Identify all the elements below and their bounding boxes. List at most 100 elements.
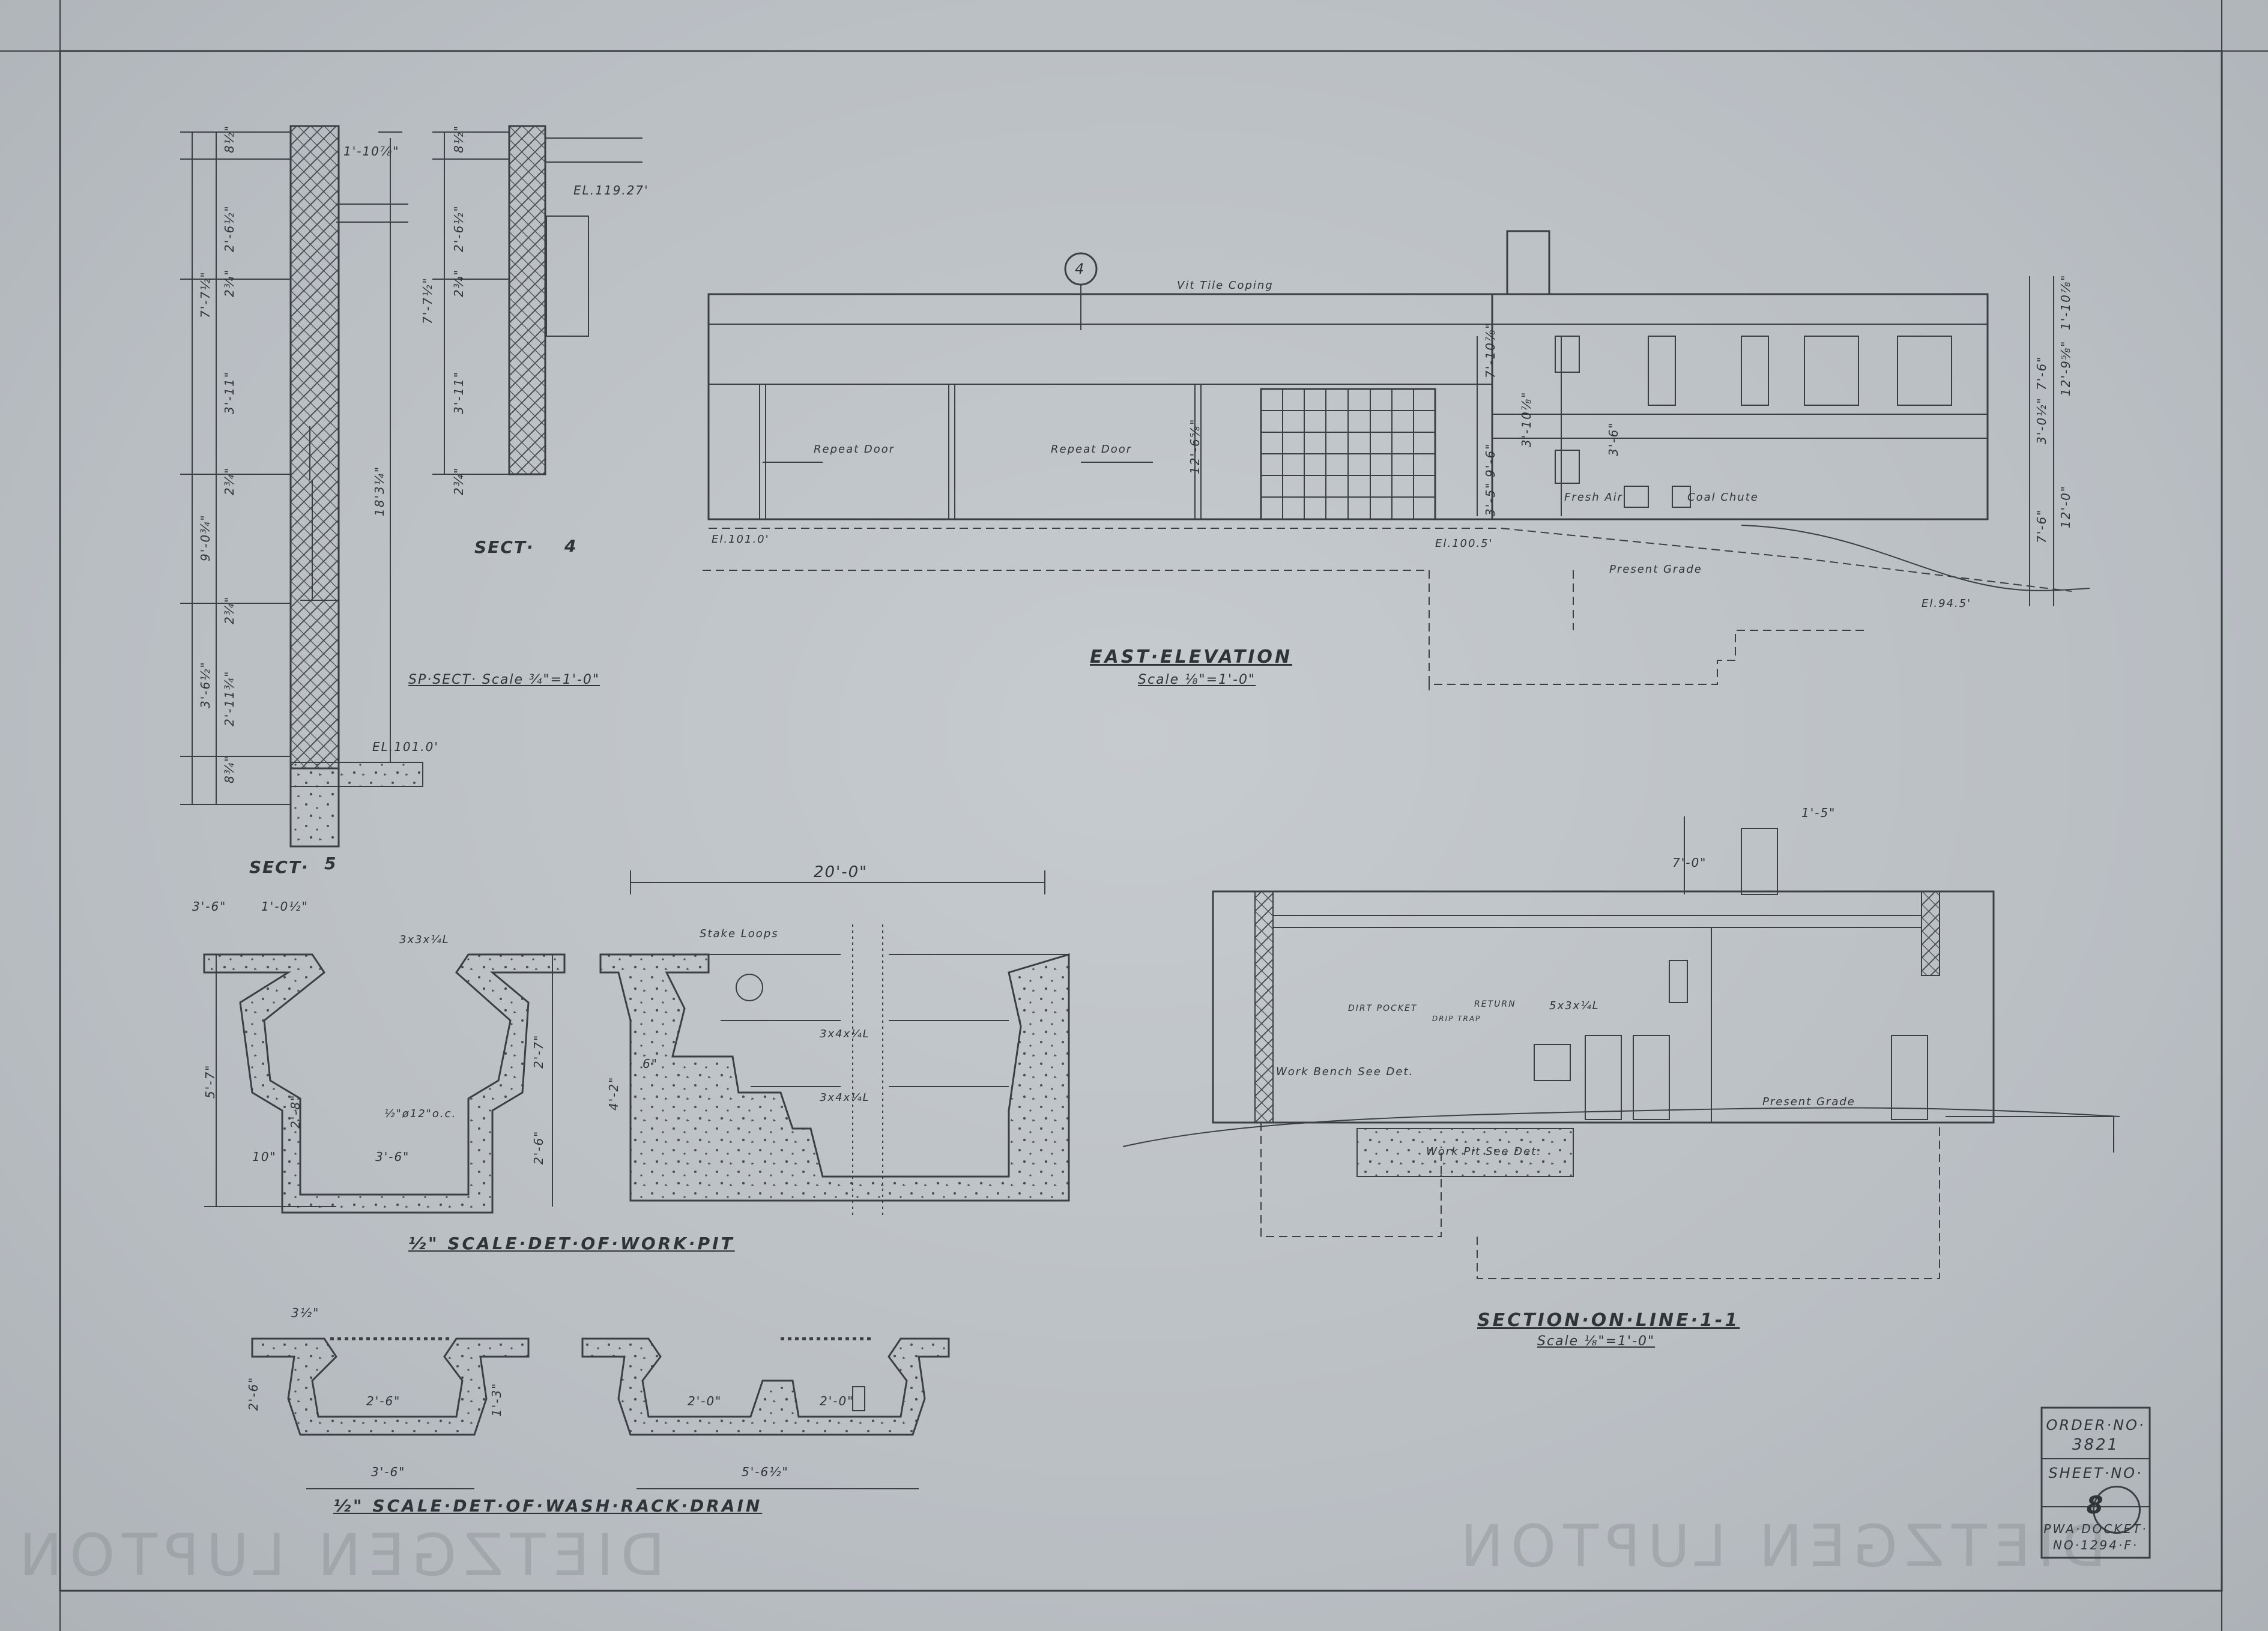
sect4-elevation: EL.119.27': [573, 183, 649, 197]
elev-right-dim-2: 12'-9⅝": [2058, 340, 2073, 396]
pit-dim-5: 2'-6": [531, 1130, 546, 1165]
elev-mid-dim-5: 3'-6": [1606, 421, 1621, 456]
work-pit-title: ½" SCALE·DET·OF·WORK·PIT: [408, 1234, 735, 1253]
east-elevation-title: EAST·ELEVATION: [1090, 647, 1293, 668]
sect5-right-dim-7: 2'-11¾": [222, 670, 237, 726]
sect5-total-dim: 18'3¼": [372, 465, 387, 516]
wash-rack-dim-left: 3'-6": [371, 1465, 406, 1479]
work-pit-stake-loops: Stake Loops: [700, 927, 779, 940]
drain-dim-6: 1'-3": [489, 1382, 504, 1417]
elev-repeat-door-1: Repeat Door: [814, 443, 895, 456]
elev-right-dim-6: 7'-6": [2034, 508, 2049, 543]
elev-mid-dim-4: 3'-5": [1483, 481, 1498, 516]
sect4-dim-6: 2¾": [452, 466, 466, 495]
elev-mid-dim-2: 3'-10⅞": [1519, 391, 1534, 447]
section-present-grade: Present Grade: [1762, 1096, 1855, 1108]
sheet-number: 8: [2086, 1492, 2105, 1519]
sheet-number-circle: [2093, 1486, 2141, 1534]
sect5-left-dim-3: 3'-6½": [198, 661, 213, 708]
sect5-right-dim-5: 2¾": [222, 466, 237, 495]
sect4-dim-2: 2'-6½": [452, 205, 466, 252]
pit-dim-1: 3'-6": [192, 899, 227, 914]
sect5-right-dim-2: 2'-6½": [222, 205, 237, 252]
elev-right-dim-3: 12'-0": [2058, 484, 2073, 528]
drain-dim-1: 3½": [291, 1306, 320, 1320]
elev-repeat-door-2: Repeat Door: [1051, 443, 1132, 456]
sect4-title: SECT·: [474, 537, 534, 557]
sect5-marker: 5: [324, 854, 337, 873]
east-elevation-marker: [1064, 252, 1098, 330]
elev-right-dim-4: 7'-6": [2034, 355, 2049, 390]
section-drip-trap: DRIP TRAP: [1432, 1014, 1481, 1023]
work-pit-angle-top: 3x3x¼L: [399, 933, 450, 946]
east-elevation-drawing: [703, 230, 2090, 690]
elev-el-mid: El.100.5': [1435, 537, 1493, 550]
sheet-label: SHEET·NO·: [2048, 1465, 2143, 1482]
section-return: RETURN: [1474, 999, 1516, 1009]
section-1-1-drawing: [1122, 816, 2120, 1279]
pit-dim-10: 2'-8": [288, 1094, 303, 1129]
pit-dim-4: 2'-7": [531, 1034, 546, 1069]
east-elevation-marker-label: 4: [1075, 261, 1086, 277]
section-dim-1: 7'-0": [1672, 855, 1707, 870]
sect-5-drawing: [180, 125, 423, 848]
work-pit-angle-1: 3x4x¼L: [820, 1028, 870, 1040]
elev-fresh-air: Fresh Air: [1564, 491, 1624, 504]
elev-right-dim-1: 1'-10⅞": [2058, 274, 2073, 330]
wash-rack-dim-right: 5'-6½": [742, 1465, 789, 1479]
docket-number: NO·1294·F·: [2052, 1538, 2139, 1552]
pit-dim-9: 3'-6": [375, 1150, 410, 1164]
elev-coal-chute: Coal Chute: [1687, 491, 1759, 504]
pit-dim-8: 10": [252, 1150, 277, 1164]
elev-mid-dim-3: 9'-6": [1483, 442, 1498, 477]
pit-dim-3: 5'-7": [203, 1064, 217, 1099]
sect5-top-dim: 1'-10⅞": [343, 144, 400, 158]
section-1-1-title: SECTION·ON·LINE·1-1: [1477, 1310, 1740, 1331]
sect5-right-dim-3: 2¾": [222, 268, 237, 297]
elev-coping-note: Vit Tile Coping: [1177, 279, 1274, 292]
elev-mid-dim-1: 7'-10⅞": [1483, 322, 1498, 378]
section-dim-2: 1'-5": [1801, 806, 1836, 820]
sect5-title: SECT·: [249, 857, 309, 877]
sect5-right-dim-1: 8½": [222, 124, 237, 153]
sheet-border: [59, 50, 2223, 1592]
sect4-dim-5: 3'-11": [452, 370, 466, 414]
section-1-1-scale: Scale ⅛"=1'-0": [1537, 1334, 1656, 1349]
pit-dim-6: 4'-2": [606, 1076, 621, 1111]
sect5-right-dim-8: 8¾": [222, 755, 237, 783]
elev-present-grade: Present Grade: [1609, 563, 1702, 576]
sp-sect-label: SP·SECT· Scale ¾"=1'-0": [408, 672, 600, 687]
work-pit-angle-2: 3x4x¼L: [820, 1091, 870, 1104]
sect5-left-dim-2: 9'-0¾": [198, 514, 213, 561]
sect5-right-dim-4: 3'-11": [222, 370, 237, 414]
drain-dim-4: 2'-0": [688, 1394, 722, 1408]
pit-dim-2: 1'-0½": [261, 899, 309, 914]
elev-el-left: El.101.0': [712, 533, 770, 546]
sect4-dim-4: 2¾": [452, 268, 466, 297]
sect4-dim-3: 7'-7½": [420, 277, 435, 324]
drain-dim-5: 2'-0": [820, 1394, 854, 1408]
section-dirt-pocket: DIRT POCKET: [1348, 1004, 1418, 1013]
work-pit-overall-dim: 20'-0": [814, 863, 868, 881]
docket-label: PWA·DOCKET·: [2043, 1522, 2148, 1536]
wash-rack-drawing: [251, 1337, 950, 1489]
section-work-pit: Work Pit See Det.: [1426, 1145, 1542, 1158]
sect-4-drawing: [432, 125, 643, 475]
sect5-left-dim-1: 7'-7½": [198, 271, 213, 318]
section-angle: 5x3x¼L: [1549, 999, 1600, 1012]
wash-rack-title: ½" SCALE·DET·OF·WASH·RACK·DRAIN: [333, 1496, 763, 1516]
drain-dim-2: 2'-6": [366, 1394, 401, 1408]
sect5-right-dim-6: 2¾": [222, 595, 237, 624]
work-pit-drawing: [203, 870, 1070, 1219]
work-pit-rebar: ½"ø12"o.c.: [384, 1108, 457, 1120]
sect4-marker: 4: [564, 536, 578, 556]
drain-dim-3: 2'-6": [246, 1376, 261, 1411]
elev-el-right: El.94.5': [1922, 597, 1972, 610]
sect5-elevation: EL.101.0': [372, 740, 439, 754]
east-elevation-scale: Scale ⅛"=1'-0": [1138, 672, 1256, 687]
pit-dim-7: 6": [643, 1057, 658, 1071]
elev-door-dim: 12'-6⅝": [1188, 418, 1202, 474]
section-work-bench: Work Bench See Det.: [1276, 1066, 1414, 1078]
